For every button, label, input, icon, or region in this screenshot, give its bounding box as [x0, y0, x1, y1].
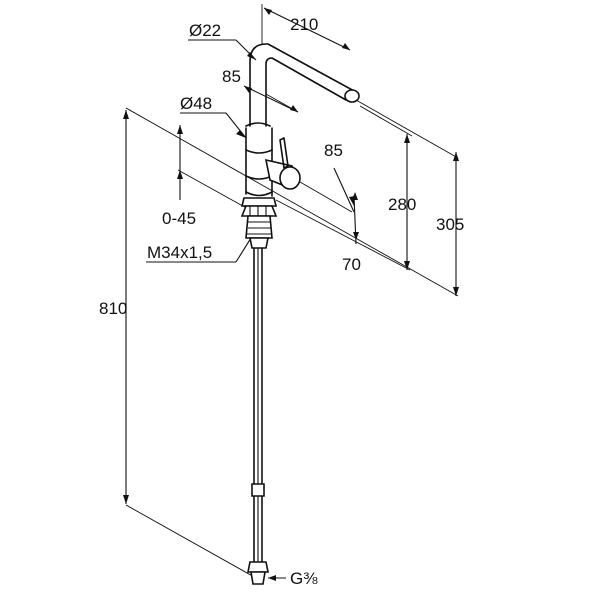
label-height-to-outlet: 280 [388, 195, 416, 214]
label-spout-diameter: Ø22 [189, 21, 221, 40]
hose-connector [247, 561, 269, 573]
hose-clip [251, 483, 265, 497]
label-lever-offset: 85 [324, 141, 343, 160]
label-swivel-range: 0-45 [162, 209, 196, 228]
dimension-labels: Ø22 210 85 Ø48 85 0-45 280 305 70 M34x1,… [99, 15, 464, 588]
label-spout-offset: 85 [222, 67, 241, 86]
connector-nut [250, 571, 266, 585]
mounting-nut [240, 205, 278, 217]
lever-cap [279, 166, 301, 190]
label-overall-height: 810 [99, 299, 127, 318]
label-thread: M34x1,5 [147, 243, 212, 262]
label-connection: G⅜ [290, 569, 318, 588]
label-height-total: 305 [436, 215, 464, 234]
lever-handle [279, 137, 289, 169]
label-body-diameter: Ø48 [180, 94, 212, 113]
label-spout-reach: 210 [290, 15, 318, 34]
lower-collar [249, 237, 269, 249]
dimension-lines [123, 7, 459, 581]
spout-outlet [344, 89, 360, 103]
label-base-depth: 70 [342, 255, 361, 274]
extension-lines [125, 4, 459, 579]
faucet-outline [240, 43, 360, 585]
threaded-shank [245, 215, 273, 239]
base-plate [240, 197, 278, 207]
